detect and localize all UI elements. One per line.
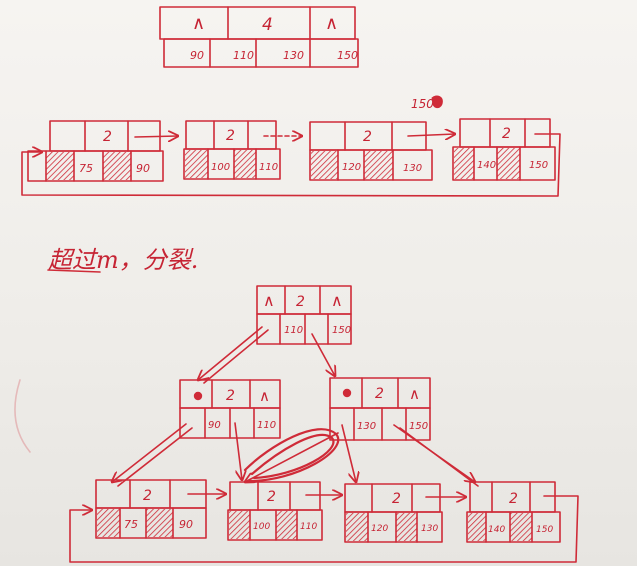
original-leaf-4: 2 140 150	[452, 118, 556, 181]
split-root-value-a: 110	[284, 325, 303, 336]
tree-pointer-arrow	[341, 424, 356, 482]
original-root-key-count: 4	[262, 15, 273, 35]
original-leaf-2-count: 2	[226, 128, 235, 144]
hatched-slot	[276, 511, 297, 539]
split-leaf-1: 2 75 90	[95, 479, 207, 539]
original-leaf-1: 2 75 90	[27, 120, 164, 182]
split-leaf-4: 2 140 150	[466, 481, 561, 543]
split-leaf-1-count: 2	[143, 488, 152, 504]
original-root-value-3: 130	[283, 49, 304, 62]
hatched-slot	[146, 509, 173, 537]
pointer-dot	[193, 391, 203, 401]
hatched-slot	[510, 513, 532, 541]
split-leaf-2-count: 2	[267, 489, 276, 505]
split-leaf-4-value-b: 150	[536, 525, 553, 535]
original-leaf-1-value-b: 90	[136, 162, 150, 175]
split-internal-left-value-b: 110	[257, 420, 276, 431]
hatched-slot	[364, 151, 393, 179]
hatched-slot	[234, 150, 256, 178]
pointer-dot	[342, 388, 352, 398]
leaf-loop-line	[21, 133, 561, 197]
split-leaf-3-value-b: 130	[421, 524, 438, 534]
leaf-link-arrow	[407, 134, 455, 136]
split-internal-right-value-a: 130	[357, 421, 376, 432]
original-leaf-3-count: 2	[363, 129, 372, 145]
split-root-value-b: 150	[332, 325, 351, 336]
original-root-value-4: 150	[337, 49, 358, 62]
split-leaf-4-count: 2	[509, 491, 518, 507]
split-note: 超过m，分裂.	[48, 246, 198, 274]
tree-pointer-arrow	[112, 423, 187, 482]
pencil-scribble	[14, 379, 31, 453]
tree-pointer-arrow	[234, 422, 242, 480]
hatched-slot	[311, 151, 338, 179]
tree-pointer-arrow	[198, 326, 263, 380]
split-leaf-2: 2 100 110	[227, 481, 323, 541]
tree-pointer-arrow	[311, 333, 335, 376]
original-leaf-2-value-a: 100	[211, 162, 230, 173]
hatched-slot	[97, 509, 120, 537]
original-leaf-4-value-a: 140	[477, 160, 496, 171]
tree-pointer-arrow	[117, 427, 193, 487]
split-root-key-left: ∧	[263, 291, 275, 310]
original-leaf-4-count: 2	[502, 126, 511, 142]
split-leaf-1-value-b: 90	[179, 518, 193, 531]
tree-pointer-arrow	[399, 427, 479, 487]
original-leaf-4-value-b: 150	[529, 160, 548, 171]
original-leaf-3-value-b: 130	[403, 163, 422, 174]
split-internal-right-count: 2	[375, 386, 384, 402]
split-leaf-3: 2 120 130	[344, 483, 443, 543]
split-leaf-2-value-a: 100	[253, 522, 270, 532]
original-root-key-left: ∧	[192, 13, 205, 34]
original-leaf-1-count: 2	[103, 129, 112, 145]
leaf-link-arrow	[134, 136, 178, 137]
hatched-slot	[497, 148, 520, 179]
inserted-key-label: 150	[411, 97, 434, 111]
split-leaf-4-value-a: 140	[488, 525, 505, 535]
split-root-key-count: 2	[296, 294, 305, 310]
original-root-key-right: ∧	[325, 13, 338, 34]
split-leaf-3-count: 2	[392, 491, 401, 507]
split-leaf-2-value-b: 110	[300, 522, 317, 532]
leaf-loop-line	[69, 495, 579, 563]
hatched-slot	[454, 148, 474, 179]
original-root-node: ∧ 4 ∧ 90 110 130 150	[159, 6, 359, 68]
original-leaf-3-value-a: 120	[342, 162, 361, 173]
hatched-slot	[185, 150, 208, 178]
split-root-node: ∧ 2 ∧ 110 150	[256, 285, 352, 345]
split-leaf-1-value-a: 75	[124, 518, 138, 531]
split-internal-left-key-right: ∧	[259, 387, 270, 405]
original-leaf-2: 2 100 110	[183, 120, 281, 180]
hatched-slot	[46, 152, 74, 180]
split-root-key-right: ∧	[331, 291, 343, 310]
split-internal-right-key-right: ∧	[409, 385, 420, 403]
split-leaf-3-value-a: 120	[371, 524, 388, 534]
original-leaf-3: 2 120 130	[309, 121, 433, 181]
split-internal-left-count: 2	[226, 388, 235, 404]
hatched-slot	[229, 511, 250, 539]
hatched-slot	[346, 513, 368, 541]
original-root-value-1: 90	[190, 49, 204, 62]
inserted-key-note: 150	[411, 95, 443, 111]
hatched-slot	[468, 513, 486, 541]
original-root-value-2: 110	[233, 49, 254, 62]
hatched-slot	[103, 152, 131, 180]
split-pointer-highlight	[245, 428, 340, 482]
split-internal-left-value-a: 90	[208, 420, 221, 431]
original-leaf-1-value-a: 75	[79, 162, 93, 175]
tree-pointer-arrow	[203, 329, 269, 384]
split-internal-left: 2 ∧ 90 110	[179, 379, 281, 439]
split-internal-right-value-b: 150	[409, 421, 428, 432]
hatched-slot	[396, 513, 417, 541]
original-leaf-2-value-b: 110	[259, 162, 278, 173]
split-internal-right: 2 ∧ 130 150	[329, 377, 431, 441]
